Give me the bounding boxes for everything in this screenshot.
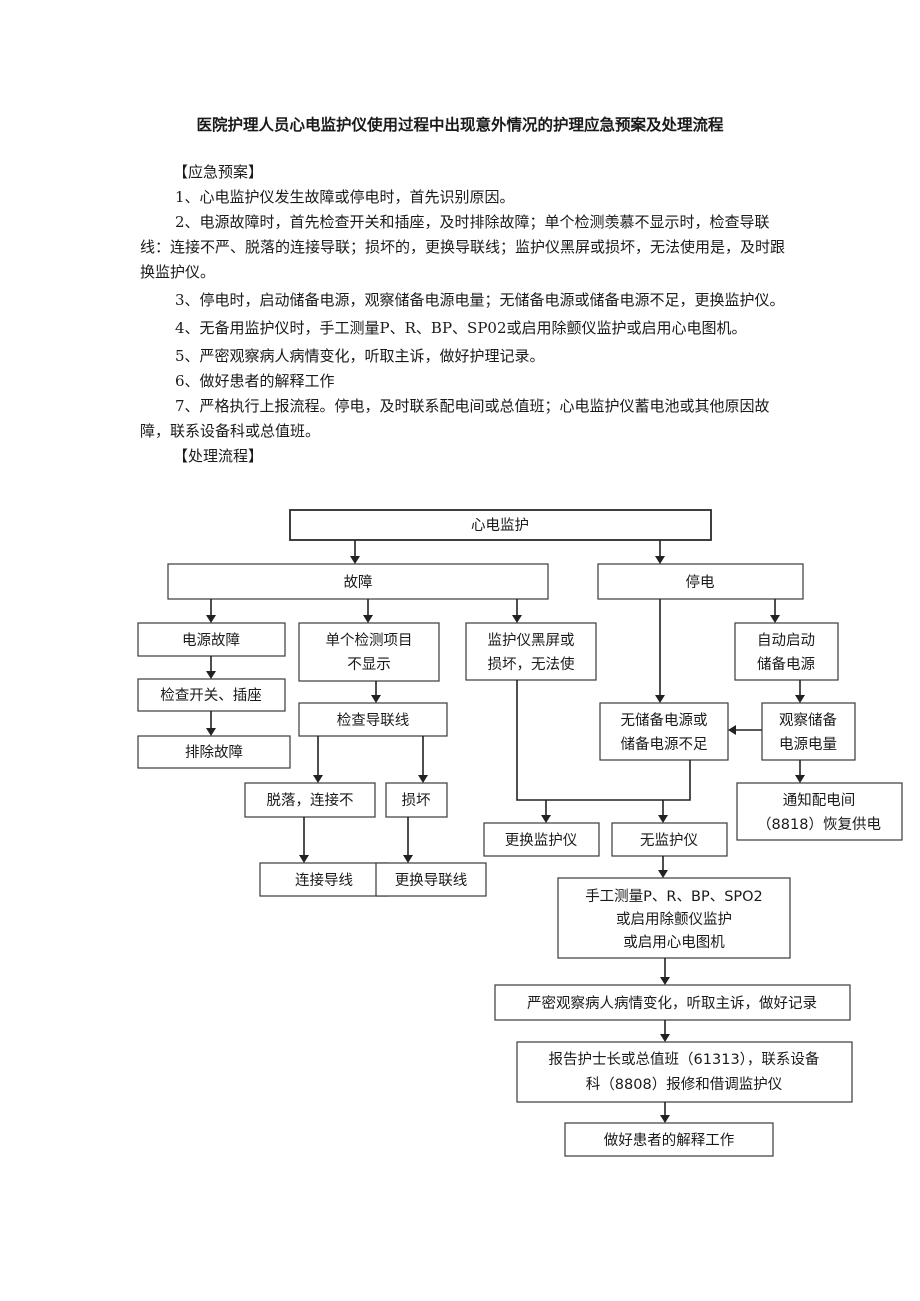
- box-detached: [244, 782, 376, 818]
- label-manual-2: 或启用除颤仪监护: [616, 910, 732, 928]
- label-report-1: 报告护士长或总值班（61313），联系设备: [549, 1051, 820, 1068]
- label-black-screen-2: 损坏，无法使: [488, 656, 575, 673]
- box-replace-lead: [375, 862, 487, 897]
- label-no-monitor: 无监护仪: [640, 832, 698, 849]
- plan-item-6: 6、做好患者的解释工作: [175, 372, 335, 390]
- label-black-screen-1: 监护仪黑屏或: [488, 632, 575, 649]
- box-damaged: [385, 782, 448, 818]
- box-power-out: [597, 563, 804, 600]
- label-notify-1: 通知配电间: [783, 792, 856, 809]
- label-damaged: 损坏: [402, 792, 431, 809]
- box-manual-measure: [557, 877, 791, 959]
- box-auto-backup: [734, 622, 839, 681]
- connectors: [206, 540, 805, 1123]
- label-power-out: 停电: [686, 574, 715, 591]
- box-fault: [167, 563, 549, 600]
- plan-item-2: 2、电源故障时，首先检查开关和插座，及时排除故障；单个检测羡慕不显示时，检查导联…: [140, 213, 786, 281]
- label-fault: 故障: [344, 573, 373, 591]
- label-observe-backup-1: 观察储备: [779, 711, 837, 729]
- label-check-switch: 检查开关、插座: [160, 687, 262, 704]
- plan-item-7: 7、严格执行上报流程。停电，及时联系配电间或总值班；心电监护仪蓄电池或其他原因故…: [140, 397, 770, 440]
- label-power-fault: 电源故障: [182, 631, 240, 649]
- box-explain: [564, 1122, 774, 1157]
- page-title: 医院护理人员心电监护仪使用过程中出现意外情况的护理应急预案及处理流程: [196, 116, 724, 134]
- plan-item-4: 4、无备用监护仪时，手工测量P、R、BP、SP02或启用除颤仪监护或启用心电图机…: [175, 319, 747, 337]
- label-connect-lead: 连接导线: [295, 872, 353, 889]
- label-check-lead: 检查导联线: [337, 712, 410, 729]
- plan-item-3: 3、停电时，启动储备电源，观察储备电源电量；无储备电源或储备电源不足，更换监护仪…: [175, 291, 785, 309]
- label-report-2: 科（8808）报修和借调监护仪: [586, 1076, 782, 1093]
- box-single-item: [298, 622, 440, 682]
- label-observe-patient: 严密观察病人病情变化，听取主诉，做好记录: [527, 994, 817, 1012]
- box-check-switch: [137, 678, 286, 712]
- label-auto-backup-1: 自动启动: [757, 632, 815, 649]
- section-heading-plan: 【应急预案】: [173, 163, 264, 181]
- box-black-screen: [465, 622, 597, 681]
- label-explain: 做好患者的解释工作: [604, 1132, 735, 1149]
- label-replace-lead: 更换导联线: [395, 872, 468, 889]
- box-replace-monitor: [483, 822, 600, 857]
- box-no-backup: [599, 702, 729, 761]
- box-no-monitor: [611, 822, 728, 857]
- label-monitor: 心电监护: [471, 517, 529, 534]
- label-clear-fault: 排除故障: [185, 743, 243, 761]
- label-auto-backup-2: 储备电源: [757, 656, 815, 673]
- label-replace-monitor: 更换监护仪: [505, 832, 578, 849]
- label-detached: 脱落，连接不: [267, 792, 354, 809]
- box-notify-power-room: [736, 782, 903, 841]
- label-notify-2: （8818）恢复供电: [757, 815, 881, 833]
- label-no-backup-2: 储备电源不足: [621, 736, 708, 753]
- plan-item-5: 5、严密观察病人病情变化，听取主诉，做好护理记录。: [175, 347, 545, 365]
- plan-item-1: 1、心电监护仪发生故障或停电时，首先识别原因。: [175, 188, 515, 206]
- box-report: [516, 1041, 853, 1103]
- box-observe-backup: [761, 702, 856, 761]
- emergency-plan-text: 【应急预案】 1、心电监护仪发生故障或停电时，首先识别原因。 2、电源故障时，首…: [140, 160, 790, 469]
- box-clear-fault: [137, 735, 291, 769]
- box-check-lead: [298, 702, 448, 737]
- label-manual-3: 或启用心电图机: [623, 934, 725, 951]
- box-monitor: [289, 509, 712, 541]
- label-manual-1: 手工测量P、R、BP、SPO2: [585, 888, 763, 905]
- label-single-item-1: 单个检测项目: [326, 632, 413, 649]
- label-single-item-2: 不显示: [347, 657, 391, 673]
- box-observe-patient: [494, 984, 851, 1021]
- section-heading-flow: 【处理流程】: [173, 447, 264, 465]
- box-connect-lead: [259, 862, 389, 897]
- label-no-backup-1: 无储备电源或: [621, 712, 708, 729]
- label-observe-backup-2: 电源电量: [779, 736, 837, 753]
